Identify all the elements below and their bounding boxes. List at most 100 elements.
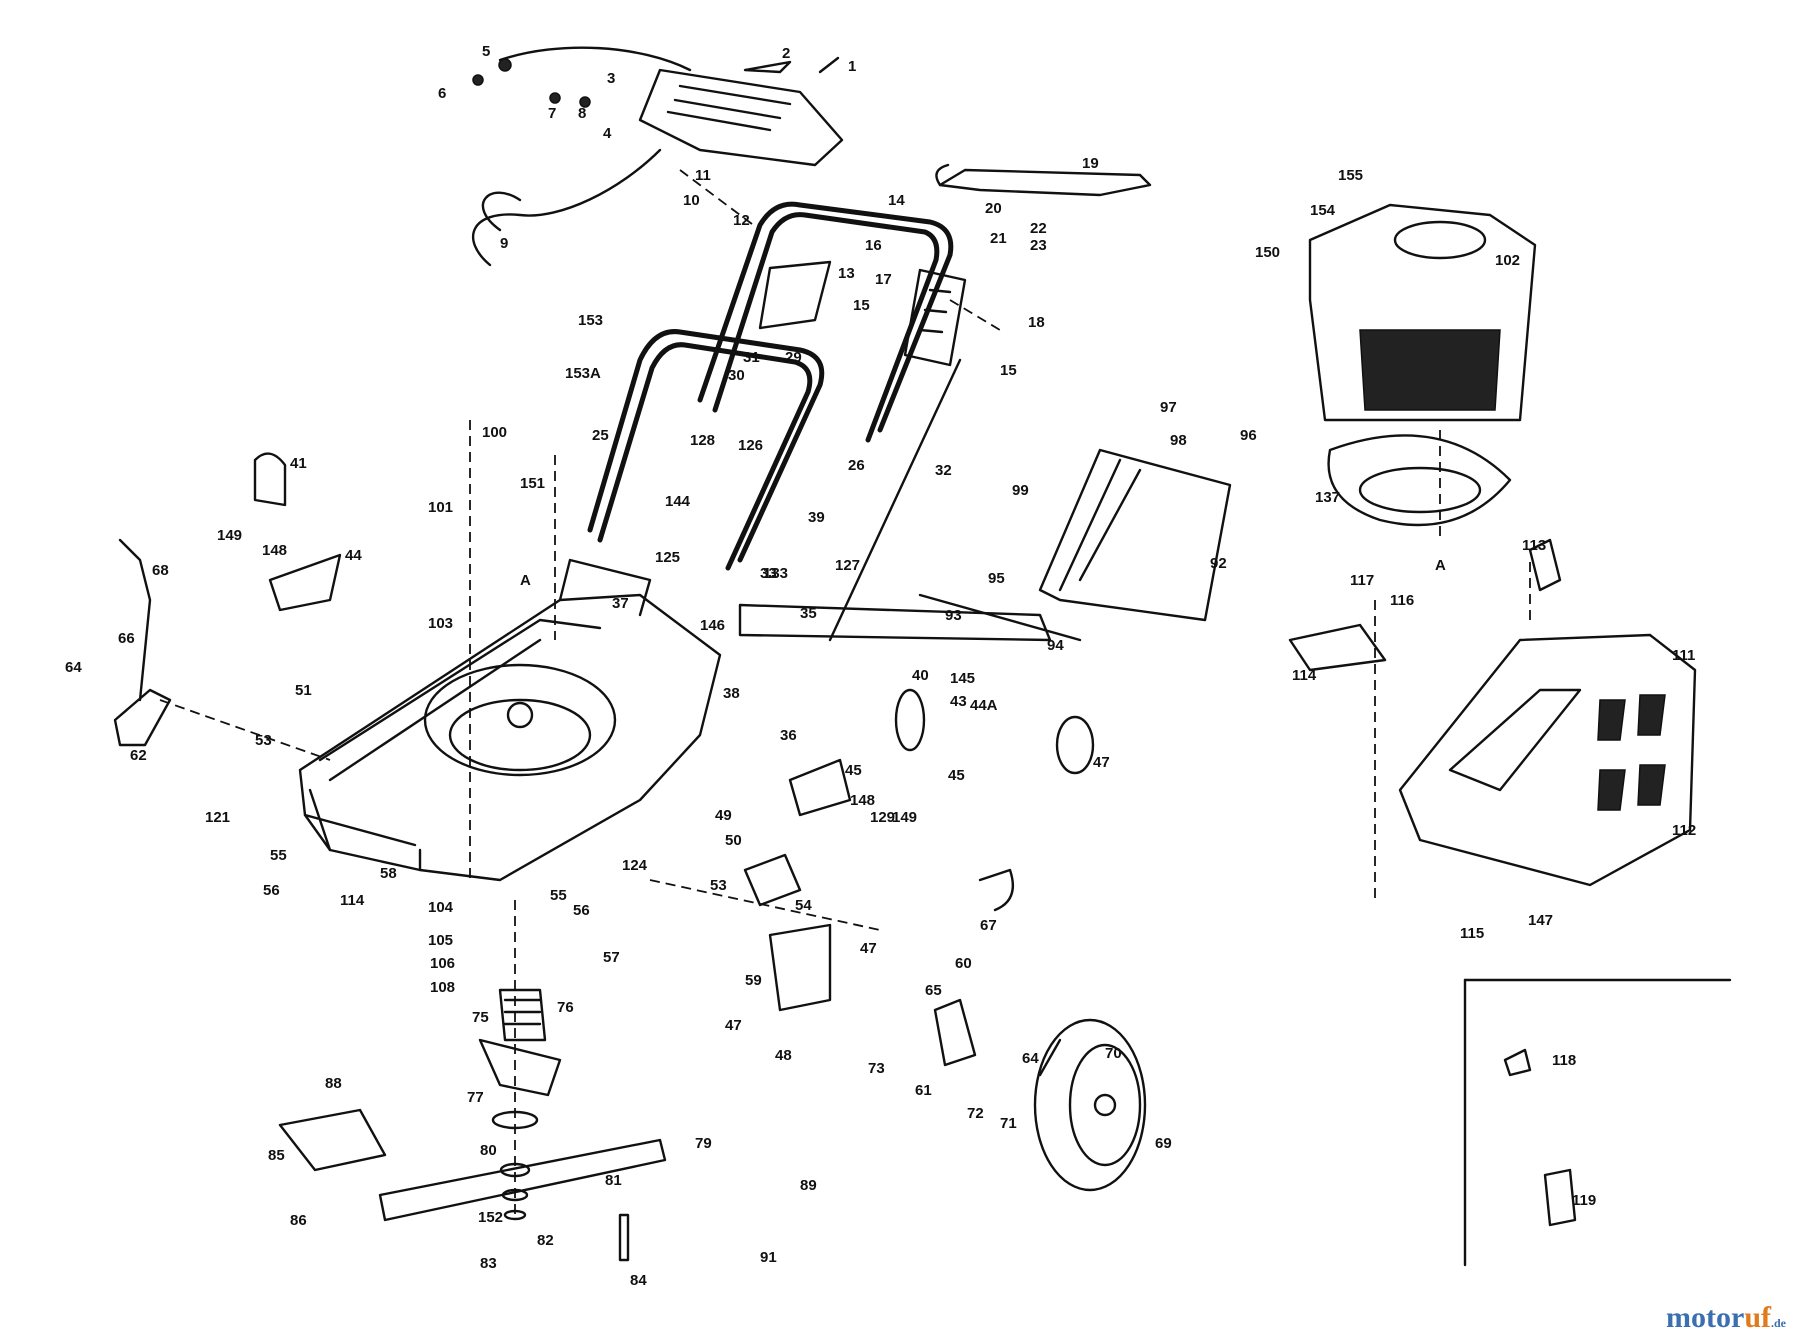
part-label-144: 144 <box>665 493 691 510</box>
part-label-26: 26 <box>848 457 865 474</box>
part-label-64: 64 <box>65 659 82 676</box>
part-label-79: 79 <box>695 1135 712 1152</box>
part-label-81: 81 <box>605 1172 622 1189</box>
part-label-30: 30 <box>728 367 745 384</box>
part-label-125: 125 <box>655 549 680 566</box>
part-label-127: 127 <box>835 557 860 574</box>
part-label-75: 75 <box>472 1009 489 1026</box>
part-label-21: 21 <box>990 230 1007 247</box>
part-label-39: 39 <box>808 509 825 526</box>
part-labels: 1 2 3 4 5 6 7 8 9 10 11 12 13 14 15 15 1… <box>65 43 1696 1289</box>
part-label-101: 101 <box>428 499 453 516</box>
part-label-55: 55 <box>270 847 287 864</box>
part-label-133: 133 <box>763 565 788 582</box>
engine <box>1308 203 1537 527</box>
part-label-18: 18 <box>1028 314 1045 331</box>
part-label-105: 105 <box>428 932 453 949</box>
part-label-62: 62 <box>130 747 147 764</box>
part-label-17: 17 <box>875 271 892 288</box>
part-label-55b: 55 <box>550 887 567 904</box>
control-box <box>638 56 844 167</box>
part-label-56: 56 <box>263 882 280 899</box>
part-label-51: 51 <box>295 682 312 699</box>
part-label-49: 49 <box>715 807 732 824</box>
part-label-102: 102 <box>1495 252 1520 269</box>
part-label-137: 137 <box>1315 489 1340 506</box>
wheel-hub-right <box>738 603 1095 775</box>
handle-switch-box <box>758 260 967 367</box>
part-label-53: 53 <box>255 732 272 749</box>
part-label-72: 72 <box>967 1105 984 1122</box>
part-label-129: 129 <box>870 809 895 826</box>
part-label-153: 153 <box>578 312 603 329</box>
part-label-68: 68 <box>152 562 169 579</box>
part-label-82: 82 <box>537 1232 554 1249</box>
rear-wheel-right <box>1033 1018 1147 1192</box>
part-label-151: 151 <box>520 475 545 492</box>
part-label-94: 94 <box>1047 637 1064 654</box>
part-label-116: 116 <box>1390 592 1414 609</box>
blade-assembly <box>278 988 667 1262</box>
part-label-54: 54 <box>795 897 812 914</box>
part-label-15: 15 <box>853 297 870 314</box>
part-label-111: 111 <box>1672 647 1695 664</box>
part-label-153A: 153A <box>565 365 601 382</box>
part-label-93: 93 <box>945 607 962 624</box>
part-label-114b: 114 <box>340 892 365 909</box>
part-label-4: 4 <box>603 125 612 142</box>
part-label-100: 100 <box>482 424 507 441</box>
part-label-58: 58 <box>380 865 397 882</box>
part-label-33: 33 <box>760 565 777 582</box>
part-label-25: 25 <box>592 427 609 444</box>
part-label-98: 98 <box>1170 432 1187 449</box>
part-label-23: 23 <box>1030 237 1047 254</box>
part-label-66: 66 <box>118 630 135 647</box>
part-label-45b: 45 <box>948 767 965 784</box>
part-label-80: 80 <box>480 1142 497 1159</box>
height-adjuster-left <box>113 452 342 747</box>
part-label-56b: 56 <box>573 902 590 919</box>
detail-inset <box>1463 978 1732 1267</box>
part-label-76: 76 <box>557 999 574 1016</box>
bail-lever <box>935 163 1152 197</box>
rear-height-bracket <box>743 758 1015 1067</box>
part-label-35: 35 <box>800 605 817 622</box>
part-label-124: 124 <box>622 857 648 874</box>
part-label-114: 114 <box>1292 667 1317 684</box>
mower-deck <box>298 558 722 882</box>
part-label-112: 112 <box>1672 822 1696 839</box>
part-label-77: 77 <box>467 1089 484 1106</box>
part-label-3: 3 <box>607 70 615 87</box>
part-label-150: 150 <box>1255 244 1280 261</box>
part-label-73: 73 <box>868 1060 885 1077</box>
part-label-148b: 148 <box>850 792 875 809</box>
part-label-67: 67 <box>980 917 997 934</box>
part-label-91: 91 <box>760 1249 777 1266</box>
part-label-22: 22 <box>1030 220 1047 237</box>
part-label-32: 32 <box>935 462 952 479</box>
part-label-126: 126 <box>738 437 763 454</box>
part-label-83: 83 <box>480 1255 497 1272</box>
part-label-37: 37 <box>612 595 629 612</box>
part-label-48: 48 <box>775 1047 792 1064</box>
part-label-97: 97 <box>1160 399 1177 416</box>
part-label-70: 70 <box>1105 1045 1122 1062</box>
part-label-47b: 47 <box>860 940 877 957</box>
part-label-7: 7 <box>548 105 556 122</box>
part-label-44: 44 <box>345 547 362 564</box>
part-label-148: 148 <box>262 542 287 559</box>
part-label-60: 60 <box>955 955 972 972</box>
part-label-50: 50 <box>725 832 742 849</box>
assembly-guide-lines <box>159 169 1531 1220</box>
part-label-154: 154 <box>1310 202 1336 219</box>
part-label-96: 96 <box>1240 427 1257 444</box>
throttle-cable <box>471 46 692 267</box>
part-label-61: 61 <box>915 1082 932 1099</box>
part-label-69: 69 <box>1155 1135 1172 1152</box>
watermark-part-2: uf <box>1744 1301 1771 1334</box>
part-label-103: 103 <box>428 615 453 632</box>
part-label-89: 89 <box>800 1177 817 1194</box>
part-label-2: 2 <box>782 45 790 62</box>
part-label-104: 104 <box>428 899 454 916</box>
part-label-59: 59 <box>745 972 762 989</box>
